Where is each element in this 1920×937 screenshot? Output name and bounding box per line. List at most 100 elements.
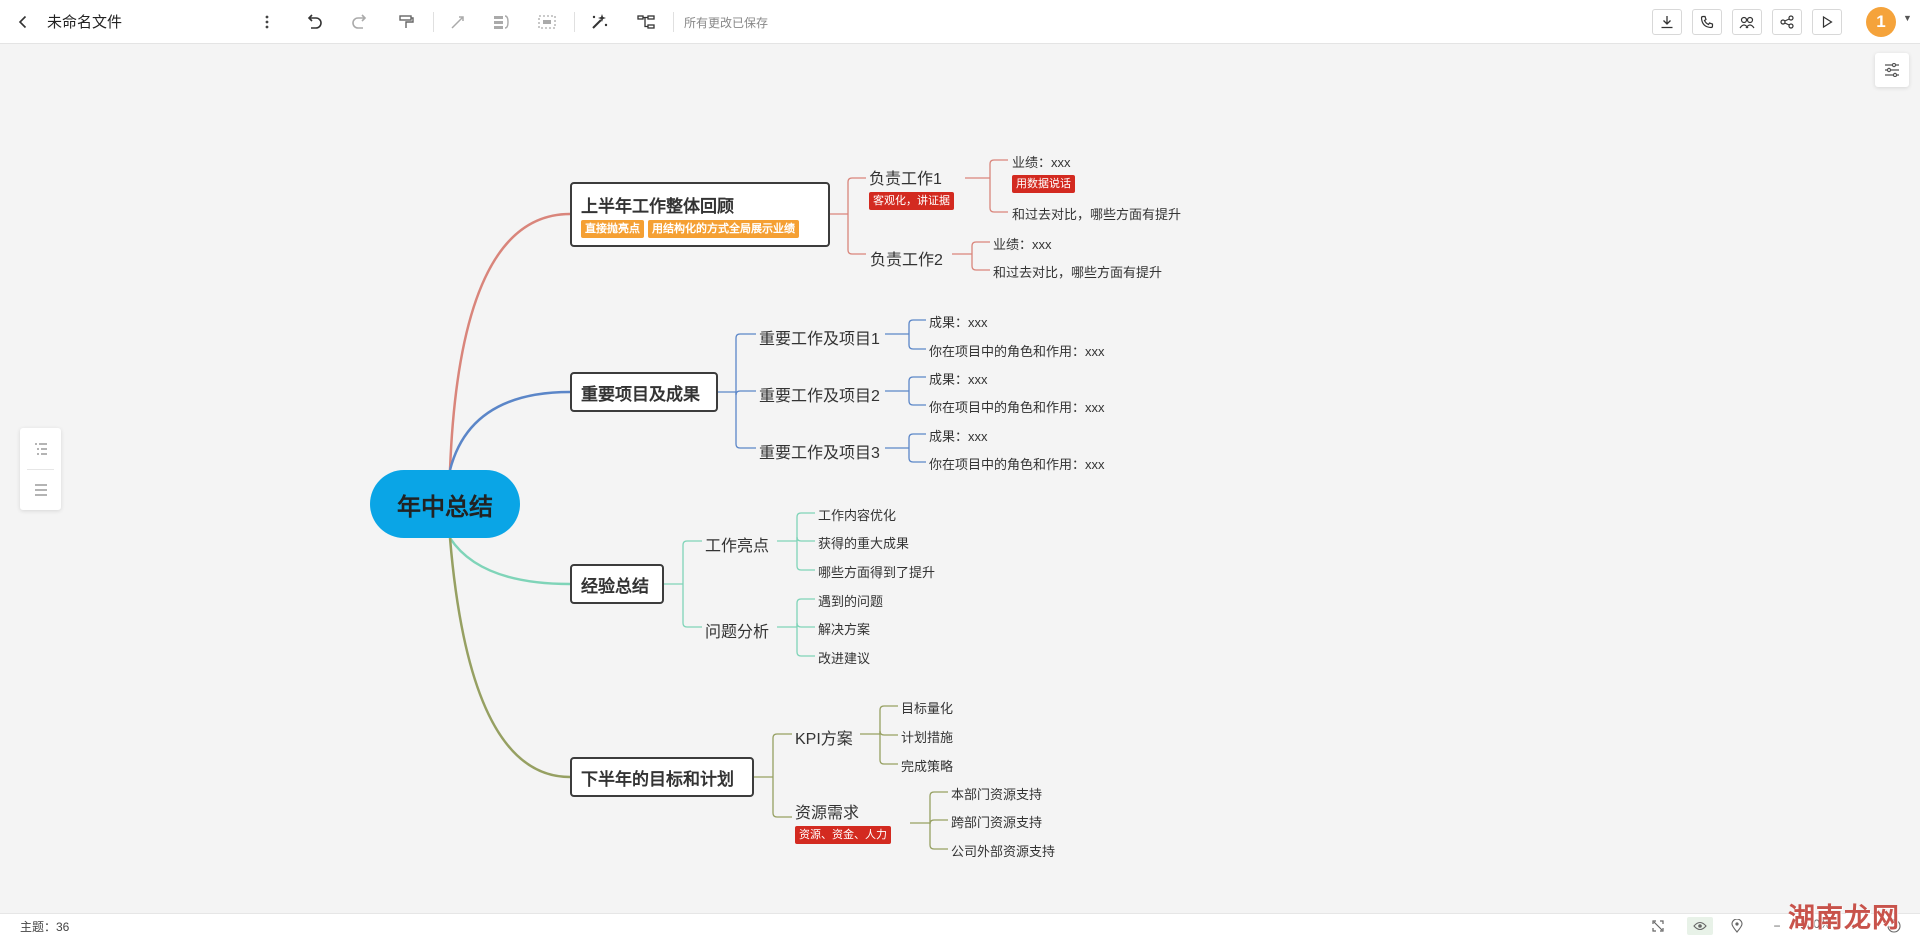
- connector-b4s1-line-0: [879, 705, 898, 734]
- connector-b4-line-1: [772, 777, 792, 818]
- branch4-sub1-leaf1[interactable]: 目标量化: [901, 701, 954, 716]
- more-menu-icon[interactable]: [254, 9, 280, 35]
- connector-b2s1-line-0: [908, 319, 926, 334]
- avatar-caret-icon[interactable]: ▼: [1903, 13, 1912, 23]
- connector-b1s1-line-1: [989, 178, 1008, 213]
- branch1-sub2-leaf1[interactable]: 业绩：xxx: [993, 237, 1052, 252]
- branch4-topic[interactable]: 下半年的目标和计划: [570, 757, 754, 797]
- branch3-sub1-leaf2[interactable]: 获得的重大成果: [818, 536, 910, 551]
- connector-b1s2-line-1: [971, 254, 990, 271]
- back-icon[interactable]: [10, 9, 36, 35]
- branch1-sub1-leaf2[interactable]: 和过去对比，哪些方面有提升: [1012, 207, 1182, 222]
- toolbar-divider: [574, 12, 575, 32]
- branch4-sub1-leaf2[interactable]: 计划措施: [901, 730, 954, 745]
- connector-b3s2-line-1: [796, 622, 815, 628]
- branch1-sub1-leaf1[interactable]: 业绩：xxx: [1012, 155, 1071, 170]
- redo-icon[interactable]: [347, 9, 373, 35]
- structure-icon[interactable]: [633, 9, 659, 35]
- branch3-sub1-leaf1[interactable]: 工作内容优化: [818, 508, 897, 523]
- branch1-sub1-title: 负责工作1: [869, 171, 942, 188]
- outline-view-icon[interactable]: [20, 428, 61, 469]
- connector-b3s1-line-0: [796, 512, 815, 541]
- branch1-title: 上半年工作整体回顾: [581, 196, 734, 216]
- panel-divider: [27, 469, 54, 470]
- file-name[interactable]: 未命名文件: [47, 14, 123, 31]
- branch2-sub3-leaf1[interactable]: 成果：xxx: [929, 429, 988, 444]
- connector-b3s2-line-2: [796, 627, 815, 657]
- help-icon[interactable]: [1885, 917, 1903, 935]
- branch2-sub1-leaf2[interactable]: 你在项目中的角色和作用：xxx: [929, 344, 1105, 359]
- branch1-tag-1: 直接抛亮点: [581, 219, 644, 238]
- connector-b2s2-line-0: [908, 376, 926, 391]
- connector-b1-line-0: [847, 177, 866, 214]
- branch4-sub1-title[interactable]: KPI方案: [795, 731, 853, 748]
- fit-screen-icon[interactable]: [1649, 917, 1667, 935]
- branch4-sub2-title: 资源需求: [795, 805, 860, 822]
- undo-icon[interactable]: [301, 9, 327, 35]
- branch1-topic[interactable]: 上半年工作整体回顾 直接抛亮点 用结构化的方式全局展示业绩: [570, 182, 830, 247]
- connector-b2s1-line-1: [908, 334, 926, 350]
- zoom-in-icon[interactable]: +: [1849, 919, 1857, 933]
- branch4-sub2-leaf2[interactable]: 跨部门资源支持: [951, 815, 1043, 830]
- format-painter-icon[interactable]: [393, 9, 419, 35]
- status-bar: 主题：36 − 100% +: [0, 913, 1920, 937]
- format-settings-icon[interactable]: [1875, 53, 1909, 87]
- zoom-out-icon[interactable]: −: [1773, 919, 1781, 933]
- connector-branch4: [448, 537, 571, 779]
- branch3-sub1-leaf3[interactable]: 哪些方面得到了提升: [818, 565, 936, 580]
- branch4-sub2-tag: 资源、资金、人力: [795, 826, 891, 844]
- branch3-topic[interactable]: 经验总结: [570, 564, 664, 604]
- eye-view-icon[interactable]: [1687, 917, 1713, 935]
- branch2-sub2-leaf2[interactable]: 你在项目中的角色和作用：xxx: [929, 400, 1105, 415]
- branch3-sub2-leaf2[interactable]: 解决方案: [818, 622, 871, 637]
- branch4-sub2-leaf3[interactable]: 公司外部资源支持: [951, 844, 1056, 859]
- connector-b2-line-1: [735, 390, 756, 396]
- branch3-sub1-title[interactable]: 工作亮点: [705, 538, 770, 555]
- connector-b4s2-line-0: [929, 791, 948, 823]
- toolbar-divider: [673, 12, 674, 32]
- connector-b3s2-line-0: [796, 598, 815, 627]
- boundary-icon[interactable]: [534, 9, 560, 35]
- present-play-icon[interactable]: [1812, 9, 1842, 35]
- branch3-sub2-leaf3[interactable]: 改进建议: [818, 651, 871, 666]
- zoom-level[interactable]: 100%: [1800, 917, 1831, 931]
- topic-count: 主题：36: [20, 920, 70, 934]
- branch2-sub1-title[interactable]: 重要工作及项目1: [759, 331, 880, 348]
- collaborate-icon[interactable]: [1732, 9, 1762, 35]
- toolbar-divider: [433, 12, 434, 32]
- root-topic[interactable]: 年中总结: [370, 470, 520, 538]
- summary-icon[interactable]: [489, 9, 515, 35]
- branch1-sub2-title[interactable]: 负责工作2: [870, 252, 943, 269]
- avatar[interactable]: 1: [1866, 7, 1896, 37]
- ai-magic-icon[interactable]: [586, 9, 612, 35]
- branch3-sub2-title[interactable]: 问题分析: [705, 624, 770, 641]
- branch1-sub1[interactable]: 负责工作1 客观化，讲证据: [869, 165, 954, 210]
- phone-icon[interactable]: [1692, 9, 1722, 35]
- connector-b3-line-0: [682, 540, 702, 584]
- connector-b3-line-1: [682, 584, 702, 628]
- branch1-tag-2: 用结构化的方式全局展示业绩: [648, 219, 799, 238]
- locate-icon[interactable]: [1728, 917, 1746, 935]
- mindmap-canvas[interactable]: [0, 44, 1920, 913]
- connector-branch2: [448, 390, 571, 471]
- branch2-sub2-title[interactable]: 重要工作及项目2: [759, 388, 880, 405]
- branch2-topic[interactable]: 重要项目及成果: [570, 372, 718, 412]
- relation-line-icon[interactable]: [445, 9, 471, 35]
- branch2-sub2-leaf1[interactable]: 成果：xxx: [929, 372, 988, 387]
- branch2-sub3-title[interactable]: 重要工作及项目3: [759, 445, 880, 462]
- download-icon[interactable]: [1652, 9, 1682, 35]
- branch4-sub2[interactable]: 资源需求 资源、资金、人力: [795, 799, 891, 844]
- branch1-sub2-leaf2[interactable]: 和过去对比，哪些方面有提升: [993, 265, 1163, 280]
- branch2-sub3-leaf2[interactable]: 你在项目中的角色和作用：xxx: [929, 457, 1105, 472]
- share-icon[interactable]: [1772, 9, 1802, 35]
- connector-b4s1-line-2: [879, 734, 898, 765]
- branch4-sub2-leaf1[interactable]: 本部门资源支持: [951, 787, 1043, 802]
- connector-b2s3-line-1: [908, 448, 926, 463]
- connector-b1s1-line-0: [989, 159, 1008, 178]
- branch4-sub1-leaf3[interactable]: 完成策略: [901, 759, 954, 774]
- branch3-sub2-leaf1[interactable]: 遇到的问题: [818, 594, 884, 609]
- connector-b4s2-line-1: [929, 819, 948, 825]
- list-view-icon[interactable]: [20, 469, 61, 510]
- connector-b3s1-line-1: [796, 536, 815, 542]
- branch2-sub1-leaf1[interactable]: 成果：xxx: [929, 315, 988, 330]
